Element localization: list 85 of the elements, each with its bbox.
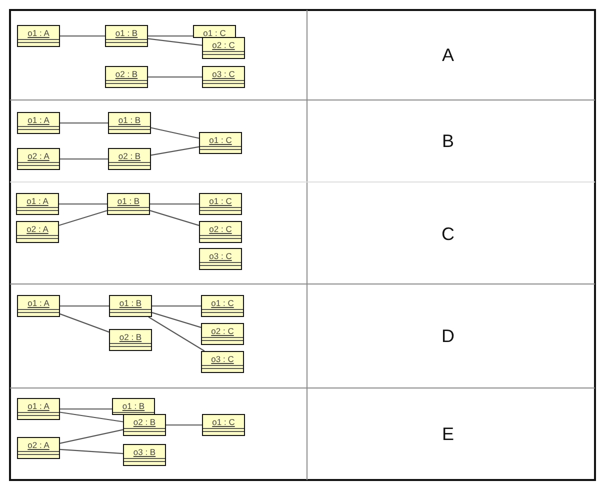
object-box [112,398,155,415]
object-name: o1 : C [211,417,236,427]
connector-line [150,203,199,205]
object-box [199,132,242,154]
connector-line [150,146,200,156]
object-name: o3 : B [132,447,157,457]
object-name: o2 : C [210,326,235,336]
row-label: A [440,45,455,65]
object-box [199,248,242,270]
object-box [201,323,244,345]
row-label: E [440,424,455,444]
object-box [105,25,148,47]
connector-line [166,424,202,426]
connector-line [60,158,108,160]
object-name: o1 : B [118,298,143,308]
object-box [109,295,152,317]
object-box [107,193,150,215]
connector-line [152,312,202,328]
object-name: o3 : C [211,69,236,79]
object-name: o1 : A [26,298,50,308]
object-name: o1 : A [26,28,50,38]
connector-line [60,412,124,422]
object-name: o2 : B [114,69,139,79]
object-box [201,351,244,373]
connector-line [59,203,107,205]
object-box [17,437,60,459]
object-name: o1 : B [117,115,142,125]
object-name: o2 : B [117,151,142,161]
object-box [17,398,60,420]
object-box [17,25,60,47]
connector-line [148,76,202,78]
object-box [17,112,60,134]
object-box [109,329,152,351]
object-name: o3 : C [210,354,235,364]
connector-line [148,38,202,46]
object-name: o2 : A [26,440,50,450]
object-name: o1 : B [116,196,141,206]
connector-line [60,408,112,410]
connector-line [148,35,193,37]
connector-line [60,429,124,444]
row-label: B [440,131,455,151]
object-name: o1 : B [114,28,139,38]
connector-line [60,122,108,124]
object-name: o2 : B [118,332,143,342]
object-box [199,193,242,215]
row-label: D [440,326,456,346]
object-name: o1 : C [208,196,233,206]
object-name: o2 : A [26,151,50,161]
object-box [108,112,151,134]
connector-line [60,313,110,333]
object-box [202,66,245,88]
object-name: o1 : B [121,401,146,411]
row-label: C [440,224,456,244]
object-box [16,193,59,215]
object-name: o3 : C [208,251,233,261]
object-name: o1 : C [210,298,235,308]
connector-line [58,210,108,226]
object-box [202,37,245,59]
connector-line [148,316,205,352]
object-name: o2 : B [132,417,157,427]
object-box [123,414,166,436]
object-box [123,444,166,466]
object-name: o2 : C [211,40,236,50]
object-name: o1 : A [26,401,50,411]
object-box [201,295,244,317]
object-box [17,148,60,170]
object-name: o2 : C [208,224,233,234]
connector-line [150,210,200,226]
object-box [17,295,60,317]
connector-line [152,305,201,307]
connector-line [60,448,124,454]
object-name: o1 : C [202,28,227,37]
object-box [16,221,59,243]
connector-line [150,127,200,139]
object-name: o2 : A [26,224,50,234]
object-box [193,25,236,38]
connector-line [60,35,105,37]
object-box [105,66,148,88]
object-name: o1 : A [26,115,50,125]
object-name: o1 : C [208,135,233,145]
object-box [202,414,245,436]
object-box [108,148,151,170]
object-name: o1 : A [26,196,50,206]
object-box [199,221,242,243]
connector-line [60,305,109,307]
